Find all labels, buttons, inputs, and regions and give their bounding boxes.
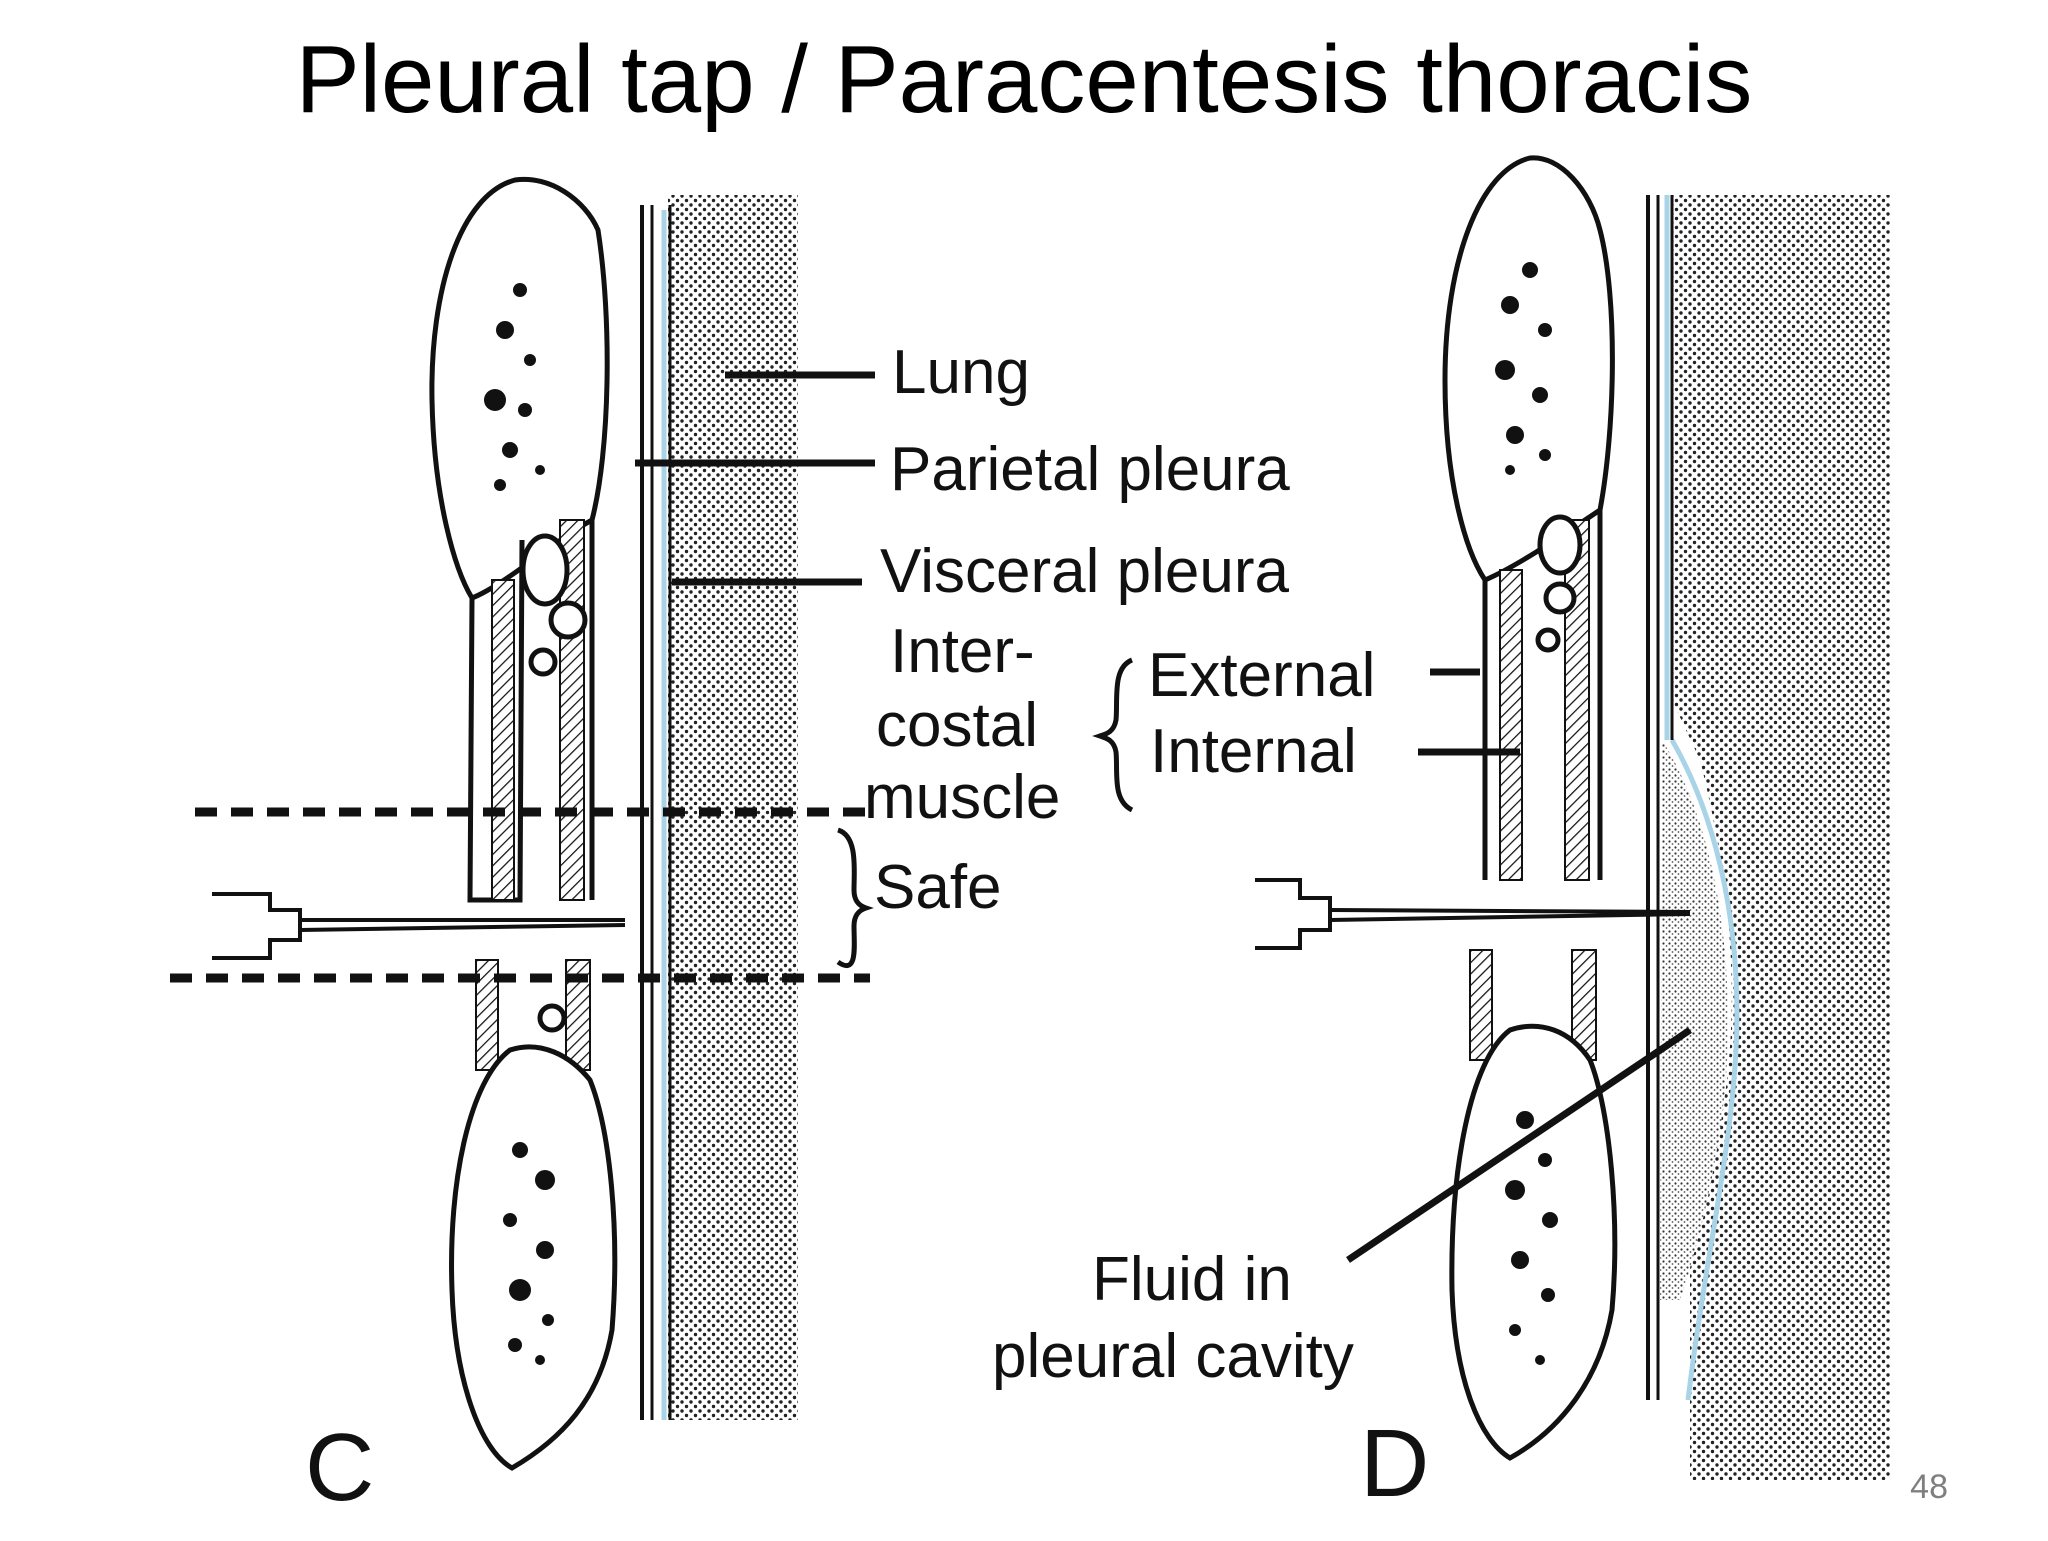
safe-brace — [836, 827, 874, 968]
label-fluid-1: Fluid in — [1092, 1245, 1292, 1314]
pleural-fluid — [1660, 740, 1729, 1300]
needle-d — [1255, 878, 1691, 950]
label-parietal-pleura: Parietal pleura — [890, 435, 1290, 504]
upper-rib-d — [1442, 155, 1615, 584]
label-intercostal-1: Inter- — [890, 617, 1035, 686]
panel-label-c: C — [305, 1414, 374, 1521]
lower-rib-c — [449, 1044, 618, 1471]
label-lung: Lung — [892, 338, 1030, 407]
label-safe: Safe — [874, 853, 1002, 922]
label-internal: Internal — [1150, 717, 1357, 786]
panel-label-d: D — [1360, 1410, 1429, 1517]
label-visceral-pleura: Visceral pleura — [880, 537, 1289, 606]
needle-c — [212, 892, 626, 960]
label-fluid-2: pleural cavity — [992, 1322, 1354, 1391]
panel-d — [1255, 155, 1890, 1480]
panel-c — [170, 176, 875, 1471]
intercostal-brace — [1092, 657, 1134, 813]
label-intercostal-3: muscle — [864, 763, 1060, 832]
label-intercostal-2: costal — [876, 691, 1038, 760]
page-number: 48 — [1910, 1468, 1948, 1506]
lower-rib-d — [1449, 1023, 1618, 1461]
label-external: External — [1148, 641, 1375, 710]
slide-title: Pleural tap / Paracentesis thoracis — [296, 26, 1753, 133]
upper-rib-c — [429, 176, 610, 602]
